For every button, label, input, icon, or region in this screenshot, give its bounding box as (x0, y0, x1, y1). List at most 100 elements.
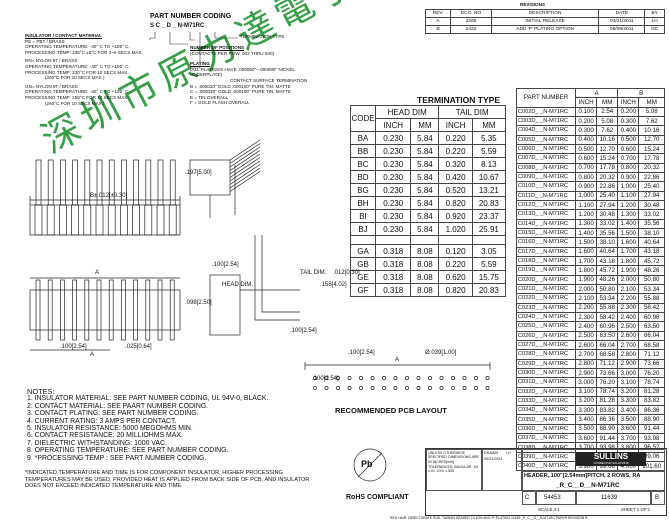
pcb-hole (313, 376, 317, 380)
pin-top (133, 159, 139, 206)
disclaimer-text: *INDICATED TEMPERATURE AND TIME IS FOR C… (25, 470, 310, 490)
pin-right (229, 167, 261, 189)
title-block: UNLESS OTHERWISE SPECIFIED DIMENSIONS AR… (425, 448, 667, 516)
pin-bottom (72, 279, 77, 341)
pcb-hole (462, 376, 467, 380)
pin-top (35, 159, 42, 206)
dim-012: .012[0.30] (333, 270, 360, 276)
plating-line: CONTACT SURFACE TERMINATION (230, 77, 308, 83)
pcb-hole (485, 386, 490, 390)
pin-bottom (121, 279, 126, 341)
nylon-line: RN= NYLON 6T / BRASS (25, 58, 78, 64)
pin-bottom (145, 279, 151, 341)
pin-bottom (96, 279, 102, 341)
gn-line: GN= NYLON 9T / BRASS (25, 83, 78, 89)
termination-title: TERMINATION TYPE (417, 95, 500, 105)
dim-100b: .100[2.54] (60, 344, 87, 350)
gn-line: (260°C FOR 10 SECS MAX.) (45, 100, 105, 106)
pcb-hole (416, 376, 421, 380)
plating-line: (ALL PLATINGS HAVE .000050"~.000080" NIC… (190, 66, 295, 78)
note-item: 7. DIELECTRIC WITHSTANDING: 1000 VAC. (27, 439, 167, 447)
pcb-hole (474, 386, 478, 390)
pcb-hole (382, 386, 386, 390)
sheet: SHEET 1 OF 1 (621, 507, 651, 512)
pin-cell (168, 204, 177, 236)
pcb-title: RECOMMENDED PCB LAYOUT (335, 406, 447, 415)
termination-table: TERMINATION TYPE CODE HEAD DIM TAIL DIM … (350, 95, 507, 297)
pin-right (229, 146, 261, 168)
pin-cell (95, 204, 104, 236)
dim-a-top: A (95, 270, 100, 276)
pcb-hole (370, 386, 375, 390)
tolerance-note: UNLESS OTHERWISE SPECIFIED DIMENSIONS AR… (428, 451, 479, 464)
pin-cell (59, 204, 67, 236)
nylon-line: OPERATING TEMPERATURE: -40° C TO +105° C… (25, 63, 130, 69)
note-item: 1. INSULATOR MATERIAL: SEE PART NUMBER C… (27, 395, 269, 403)
drawn-label: DRAWN (484, 451, 499, 455)
pcb-hole (451, 376, 455, 380)
pcb-hole (324, 386, 329, 390)
pcb-dim-100: .100[2.54] (348, 350, 375, 356)
note-item: 2. CONTACT MATERIAL: SEE PAART NUMBER CO… (27, 402, 209, 410)
dim-100c: .100[2.54] (290, 328, 317, 334)
pin-right (229, 143, 261, 164)
label-tail-dim: TAIL DIM. (300, 270, 327, 276)
positions-block: NUMBER OF POSITIONS (CONTACTS PER ROW, 0… (190, 45, 325, 106)
rohs-label: RoHS COMPLIANT (346, 494, 409, 501)
gn-line: PROCESSING TEMP: 250°C FOR 10 SECS MAX. (25, 94, 129, 100)
nylon-line: PROCESSING TEMP: 230°C FOR 10 SECS MAX. (25, 69, 129, 75)
termination-type-label: TERMINATION TYPE (240, 34, 285, 39)
insulator-heading: INSULATOR / CONTACT MATERIAL (25, 33, 102, 38)
pin-cell (83, 204, 92, 236)
insulator-line: PROCESSING TEMP: 245°C ±5°C FOR 3~5 SECS… (25, 49, 143, 55)
pb-symbol: Pb (361, 459, 373, 469)
drawn-by: LH (506, 451, 511, 455)
pcb-hole (359, 386, 363, 390)
dim-098: .098[2.50] (185, 300, 212, 306)
pin-cell (144, 204, 153, 236)
pin-right (229, 150, 261, 171)
drawn-date: 03/21/2011 (484, 457, 503, 461)
pin-bottom (108, 279, 114, 341)
pcb-hole (313, 386, 317, 390)
pcb-hole (393, 386, 398, 390)
pcb-hole (336, 376, 340, 380)
pin-bottom (133, 279, 138, 341)
pin-top (60, 159, 66, 206)
pin-cell (71, 204, 79, 236)
pin-cell (46, 204, 55, 236)
connector-side-body (29, 204, 181, 236)
pcb-dim-a: A (395, 357, 400, 363)
pcb-hole (439, 386, 444, 390)
pin-bottom (47, 279, 53, 341)
dim-a-bottom: A (90, 352, 95, 358)
notes-block: NOTES: 1. INSULATOR MATERIAL: SEE PART N… (27, 388, 268, 462)
plating-line: F = GOLD FLASH OVERALL (190, 100, 250, 106)
plating-line: C = .000030" GOLD .000100" PURE TIN, MAT… (190, 89, 292, 95)
pcb-hole (428, 376, 432, 380)
note-item: 8. OPERATING TEMPERATURE: SEE PART NUMBE… (27, 447, 229, 455)
pin-cell (34, 204, 43, 236)
note-item: 5. INSULATOR RESISTANCE: 5000 MEGOHMS MI… (27, 425, 193, 433)
pin-right (229, 160, 261, 182)
dim-158: .158[4.02] (320, 282, 347, 288)
